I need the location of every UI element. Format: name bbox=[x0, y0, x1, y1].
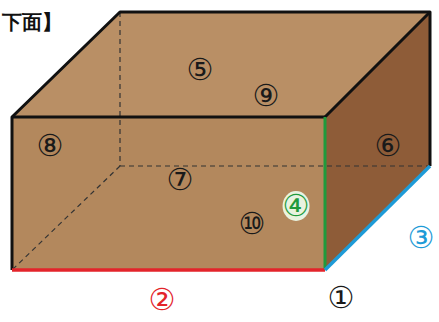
callout-number: ⑨ bbox=[253, 81, 280, 111]
hidden-edges bbox=[12, 12, 430, 270]
blue-edge bbox=[325, 166, 430, 270]
callout-number: ② bbox=[149, 285, 176, 315]
callout-number: ⑦ bbox=[167, 165, 194, 195]
callout-number: ⑤ bbox=[187, 55, 214, 85]
front-face bbox=[12, 117, 325, 270]
callout-number: ⑩ bbox=[239, 209, 266, 239]
red-edge bbox=[12, 268, 325, 272]
callout-number: ⑥ bbox=[375, 131, 402, 161]
callout-number: ① bbox=[328, 283, 355, 313]
callout-number: ③ bbox=[408, 223, 435, 253]
view-heading: 下面】 bbox=[2, 12, 62, 32]
callout-number: ④ bbox=[283, 191, 310, 221]
green-edge bbox=[324, 117, 327, 270]
callout-number: ⑧ bbox=[37, 131, 64, 161]
box-edges bbox=[12, 12, 430, 270]
